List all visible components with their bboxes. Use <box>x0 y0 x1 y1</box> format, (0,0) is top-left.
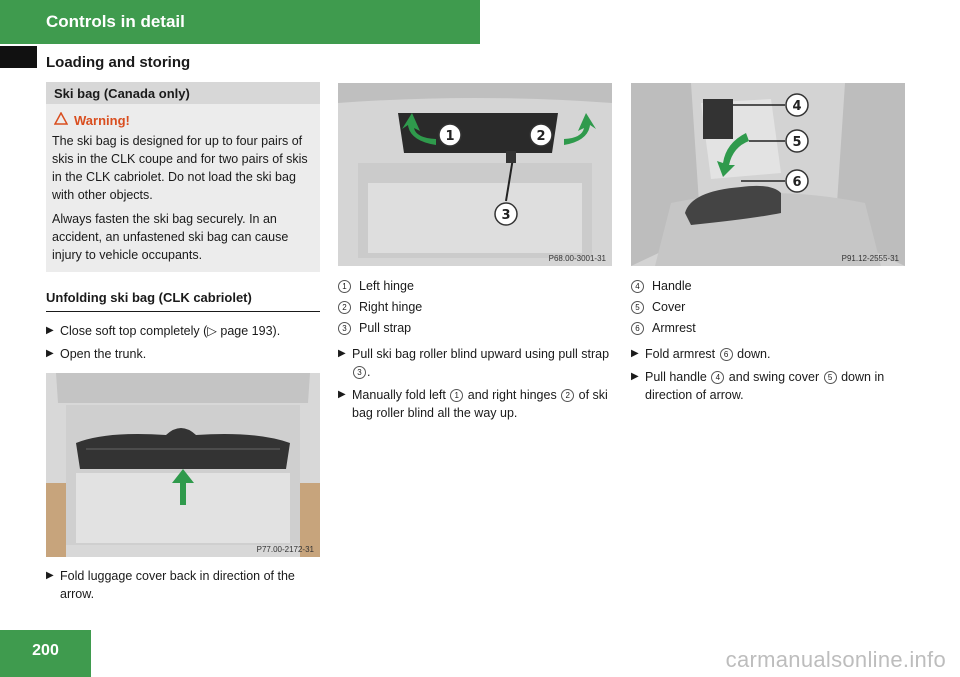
trunk-photo: P77.00-2172-31 <box>46 373 320 557</box>
step-item: ▶Manually fold left 1 and right hinges 2… <box>338 388 608 420</box>
ski-bag-heading: Ski bag (Canada only) <box>46 82 320 104</box>
watermark: carmanualsonline.info <box>725 647 946 672</box>
warning-triangle-icon <box>52 111 70 130</box>
callout-3: 3 <box>501 208 510 223</box>
warning-box: Warning! The ski bag is designed for up … <box>46 104 320 272</box>
bullet-arrow-icon: ▶ <box>338 348 346 359</box>
ski-bag-hinges-photo: 1 2 3 P68.00-3001-31 <box>338 83 612 266</box>
warning-paragraph-1: The ski bag is designed for up to four p… <box>52 134 308 202</box>
step-item: ▶Pull ski bag roller blind upward using … <box>338 347 610 379</box>
page-subtitle: Loading and storing <box>46 54 191 71</box>
bullet-arrow-icon: ▶ <box>46 348 54 359</box>
steps-list-bottom: ▶Fold luggage cover back in direction of… <box>46 567 320 603</box>
section-tab <box>0 46 37 68</box>
bullet-arrow-icon: ▶ <box>46 570 54 581</box>
steps-list: ▶Pull ski bag roller blind upward using … <box>338 345 612 422</box>
bullet-arrow-icon: ▶ <box>631 371 639 382</box>
step-item: ▶Pull handle 4 and swing cover 5 down in… <box>631 370 885 402</box>
bullet-arrow-icon: ▶ <box>46 325 54 336</box>
page-ref-icon: ▷ <box>207 324 217 338</box>
footer-bar: 200 <box>0 630 91 677</box>
callout-1: 1 <box>445 129 454 144</box>
steps-list: ▶Fold armrest 6 down. ▶Pull handle 4 and… <box>631 345 905 404</box>
step-item: ▶Open the trunk. <box>46 347 147 361</box>
photo-code: P91.12-2555-31 <box>841 254 899 263</box>
callout-4: 4 <box>792 99 801 114</box>
left-column: Ski bag (Canada only) Warning! The ski b… <box>46 82 320 608</box>
warning-title: Warning! <box>52 111 314 130</box>
unfolding-heading: Unfolding ski bag (CLK cabriolet) <box>46 290 320 312</box>
step-item: ▶Fold luggage cover back in direction of… <box>46 569 295 601</box>
page-number: 200 <box>32 642 59 659</box>
photo-code: P68.00-3001-31 <box>548 254 606 263</box>
armrest-photo: 4 5 6 P91.12-2555-31 <box>631 83 905 266</box>
callout-5: 5 <box>792 135 801 150</box>
bullet-arrow-icon: ▶ <box>631 348 639 359</box>
header-bar: Controls in detail <box>0 0 480 44</box>
callout-6: 6 <box>792 175 801 190</box>
step-item: ▶Fold armrest 6 down. <box>631 347 771 361</box>
steps-list-top: ▶Close soft top completely (▷ page 193).… <box>46 322 320 363</box>
section-title: Controls in detail <box>46 12 185 31</box>
step-item: ▶Close soft top completely (▷ page 193). <box>46 324 281 338</box>
callout-2: 2 <box>536 129 545 144</box>
bullet-arrow-icon: ▶ <box>338 389 346 400</box>
warning-title-text: Warning! <box>74 113 130 128</box>
warning-paragraph-2: Always fasten the ski bag securely. In a… <box>52 212 289 262</box>
photo-code: P77.00-2172-31 <box>256 545 314 554</box>
